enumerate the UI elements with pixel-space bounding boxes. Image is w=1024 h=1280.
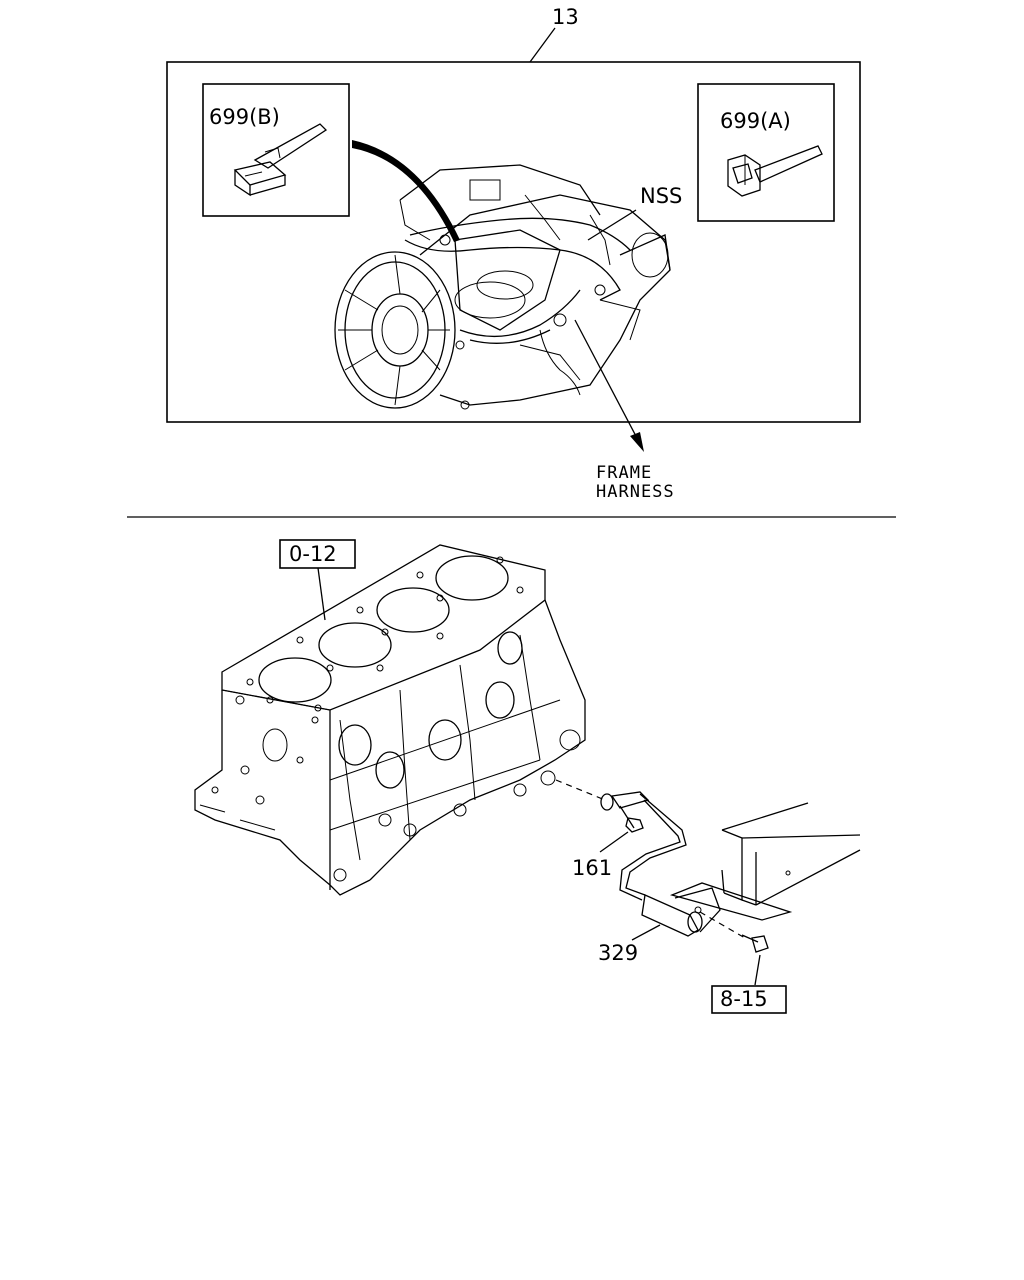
- bolt-161: [619, 805, 644, 833]
- harness-assembly-section: 13: [166, 5, 861, 502]
- clip-b-inset: 699(B): [202, 83, 350, 217]
- block-front-face: [194, 690, 371, 896]
- cylinder-block-section: 0-12: [194, 539, 861, 1014]
- clip-b-label: 699(B): [209, 105, 280, 129]
- cylinder-bore-3: [376, 587, 450, 633]
- ref-8-15-leader: [754, 954, 761, 986]
- sensor-329-label: 329: [598, 941, 638, 965]
- speed-sensor-329: [600, 791, 721, 937]
- block-top-deck: [221, 544, 546, 711]
- bolt-install-line: [699, 911, 746, 939]
- clip-a-label: 699(A): [720, 109, 791, 133]
- assembly-13-leader: [529, 27, 556, 63]
- cylinder-bore-4: [435, 555, 509, 601]
- engine-fan-outer: [334, 251, 456, 409]
- frame-harness-label-line1: FRAME: [596, 463, 652, 483]
- bolt-161-label: 161: [572, 856, 612, 880]
- clip-b-pointer-arrow: [352, 140, 460, 242]
- engine-body-outline: [419, 194, 671, 406]
- frame-harness-label-line2: HARNESS: [596, 482, 675, 502]
- sensor-install-line: [555, 779, 606, 801]
- frame-harness-arrowhead: [630, 432, 644, 452]
- clip-a-strap: [754, 145, 823, 183]
- sensor-329-leader: [631, 924, 661, 941]
- clip-a-box: [697, 83, 835, 222]
- ref-0-12-leader: [317, 567, 326, 621]
- bolt-161-leader: [599, 831, 629, 853]
- assembly-13-label: 13: [552, 5, 579, 29]
- cylinder-bore-1: [258, 657, 332, 703]
- bolt-8-15: [741, 934, 769, 953]
- clip-b-box: [202, 83, 350, 217]
- block-side-face: [369, 599, 586, 881]
- clip-a-inset: 699(A): [697, 83, 835, 222]
- ref-0-12-label: 0-12: [289, 542, 337, 566]
- clip-b-strap: [253, 123, 328, 169]
- harness-wire-main: [404, 239, 621, 301]
- cylinder-bore-2: [318, 622, 392, 668]
- frame-harness-arrow-line: [574, 319, 639, 441]
- frame-rail-channel: [669, 802, 861, 921]
- engine-illustration: [334, 164, 671, 410]
- ref-8-15-label: 8-15: [720, 987, 768, 1011]
- nss-label: NSS: [640, 184, 682, 208]
- ref-0-12-box: [279, 539, 356, 569]
- ref-8-15-box: [711, 985, 787, 1014]
- nss-leader: [587, 209, 637, 241]
